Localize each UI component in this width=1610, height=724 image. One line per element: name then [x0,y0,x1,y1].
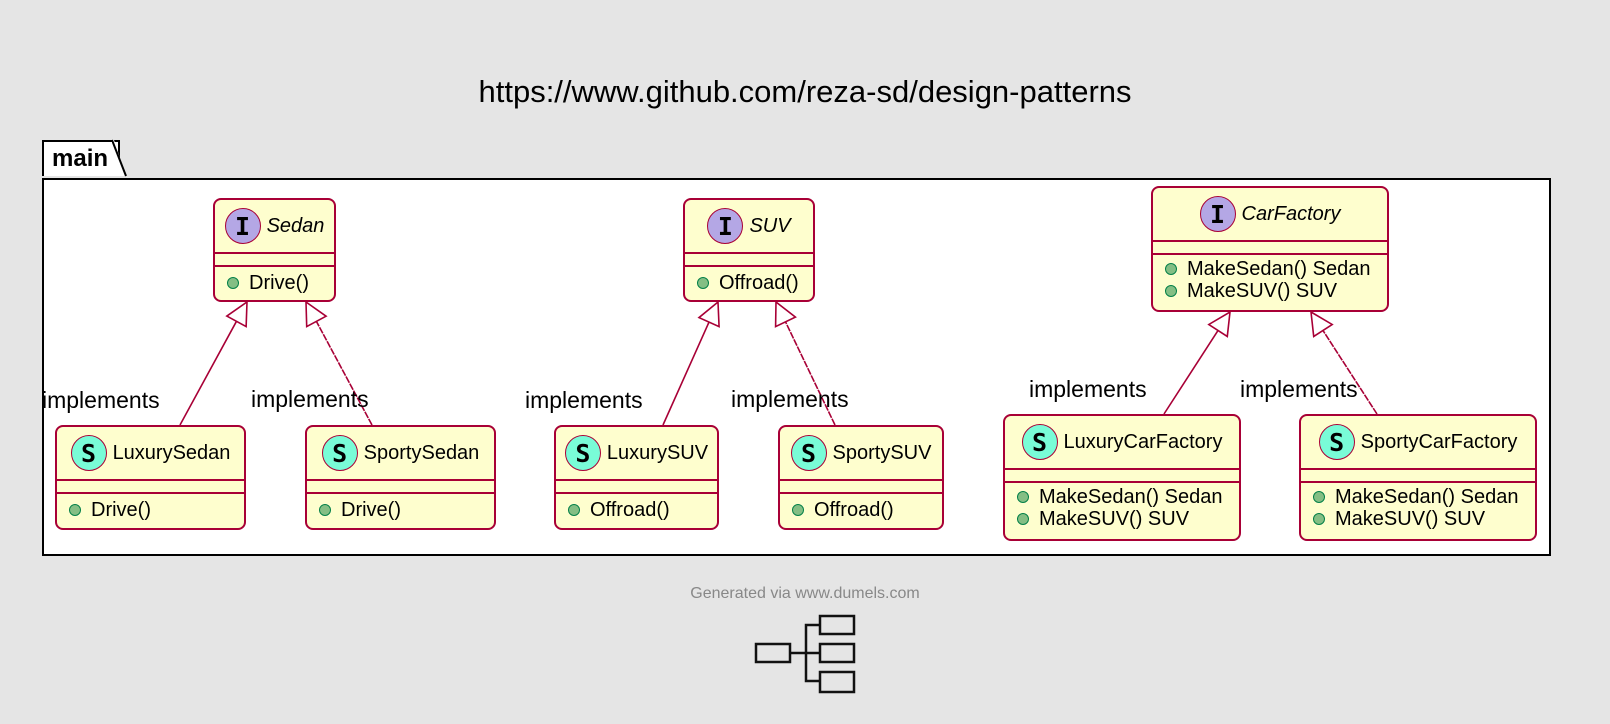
public-method-icon [792,504,804,516]
interface-icon: I [1199,196,1236,232]
method-item: MakeSUV() SUV [1017,508,1227,530]
class-name: SportySedan [363,441,480,464]
public-method-icon [1313,491,1325,503]
class-name: SportySUV [832,441,932,464]
implements-edge [1163,330,1219,415]
struct-sporty-car-factory: S SportyCarFactory MakeSedan() Sedan Mak… [1299,414,1537,541]
implements-edge [784,321,836,426]
edge-label: implements [525,387,643,413]
package-tab-corner [112,139,127,177]
public-method-icon [1165,285,1177,297]
edge-label: implements [42,387,160,413]
interface-car-factory: I CarFactory MakeSedan() Sedan MakeSUV()… [1151,186,1389,312]
interface-suv: I SUV Offroad() [683,198,815,302]
method-item: Drive() [69,499,232,521]
package-name: main [52,145,109,172]
struct-icon: S [564,435,601,471]
method-item: MakeSedan() Sedan [1313,486,1523,508]
public-method-icon [1017,491,1029,503]
inheritance-arrowhead-icon [305,300,328,328]
method-item: Drive() [319,499,482,521]
method-item: Offroad() [697,272,801,294]
struct-luxury-suv: S LuxurySUV Offroad() [554,425,719,530]
edge-label: implements [731,386,849,412]
inheritance-arrowhead-icon [1310,310,1334,338]
public-method-icon [1165,263,1177,275]
method-item: Offroad() [568,499,705,521]
edge-label: implements [1240,376,1358,402]
class-name: LuxurySedan [112,441,231,464]
class-name: LuxurySUV [606,441,709,464]
struct-luxury-sedan: S LuxurySedan Drive() [55,425,246,530]
implements-edge [315,321,373,426]
class-name: LuxuryCarFactory [1063,430,1223,453]
method-item: Drive() [227,272,322,294]
interface-sedan: I Sedan Drive() [213,198,336,302]
edge-label: implements [251,386,369,412]
struct-icon: S [70,435,107,471]
method-item: MakeSedan() Sedan [1017,486,1227,508]
struct-icon: S [1318,424,1355,460]
struct-sporty-suv: S SportySUV Offroad() [778,425,944,530]
inheritance-arrowhead-icon [774,300,797,328]
interface-icon: I [707,208,744,244]
public-method-icon [319,504,331,516]
footer-text: Generated via www.dumels.com [690,585,920,602]
method-item: MakeSUV() SUV [1313,508,1523,530]
public-method-icon [1017,513,1029,525]
diagram-title: https://www.github.com/reza-sd/design-pa… [478,74,1132,109]
class-name: CarFactory [1241,202,1341,225]
inheritance-arrowhead-icon [697,300,720,328]
inheritance-arrowhead-icon [225,300,248,328]
public-method-icon [697,277,709,289]
implements-edge [179,320,238,426]
method-item: MakeSedan() Sedan [1165,258,1375,280]
inheritance-arrowhead-icon [1207,310,1231,338]
interface-icon: I [224,208,261,244]
implements-edge [662,321,710,426]
struct-icon: S [1021,424,1058,460]
diagram-logo-icon [754,614,856,694]
method-item: MakeSUV() SUV [1165,280,1375,302]
public-method-icon [227,277,239,289]
struct-icon: S [790,435,827,471]
public-method-icon [568,504,580,516]
implements-edge [1322,330,1378,415]
struct-luxury-car-factory: S LuxuryCarFactory MakeSedan() Sedan Mak… [1003,414,1241,541]
class-name: SUV [749,214,791,237]
class-name: Sedan [266,214,325,237]
edge-label: implements [1029,376,1147,402]
struct-icon: S [321,435,358,471]
public-method-icon [1313,513,1325,525]
struct-sporty-sedan: S SportySedan Drive() [305,425,496,530]
method-item: Offroad() [792,499,930,521]
public-method-icon [69,504,81,516]
class-name: SportyCarFactory [1360,430,1518,453]
package-tab: main [42,140,121,176]
